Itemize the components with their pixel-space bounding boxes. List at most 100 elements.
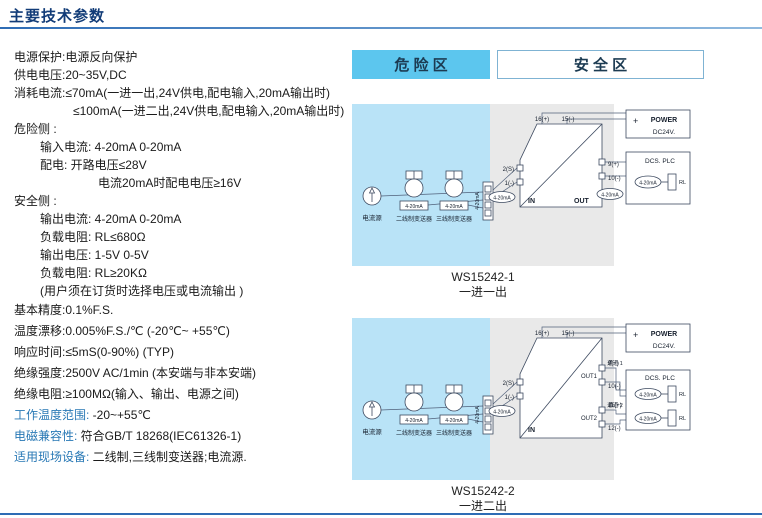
pin-11-label: 11(+) [608,403,622,409]
spec-row: 输出电压: 1-5V 0-5V [0,246,352,264]
diagram2-model: WS15242-2 [451,484,515,498]
current-source-label: 电流源 [362,213,382,222]
spec-row: 绝缘电阻:≥100MΩ(输入、输出、电源之间) [0,384,352,405]
pin-16-label: 16(+) [535,331,549,337]
spec-row: 消耗电流:≤70mA(一进一出,24V供电,配电输入,20mA输出时) [0,84,352,102]
two-wire-transmitter-symbol [399,170,429,211]
dcs-range2-label: 4-20mA [639,417,657,423]
pin-2s-label: 2(S) [503,381,514,387]
input-range-label: 4-20mA [493,196,511,202]
power-plus-label: + [633,330,638,340]
diagram2-subtitle: 一进二出 [458,499,507,513]
spec-row: 适用现场设备: 二线制,三线制变送器;电流源. [0,447,352,468]
pin-1-label: 1(-) [505,181,514,187]
spec-row: 安全侧 : [0,192,352,210]
power-box [625,109,691,139]
two-wire-transmitter-symbol [399,384,429,425]
power-box [625,323,691,353]
strip-range-label: 4-20mA [475,406,481,424]
spec-text: 负载电阻: RL≤680Ω [40,230,146,244]
rl1-label: RL [679,392,686,398]
spec-row: 输入电流: 4-20mA 0-20mA [0,138,352,156]
dcs-plc-label: DCS. PLC [645,375,675,382]
spec-row: 基本精度:0.1%F.S. [0,300,352,321]
input-loop-oval [488,405,516,417]
three-wire-range-label: 4-20mA [445,204,463,210]
zone-header-row: 危 险 区 安 全 区 [352,50,704,79]
spec-list: 电源保护:电源反向保护 供电电压:20~35V,DC 消耗电流:≤70mA(一进… [0,48,352,468]
two-wire-transmitter-label: 二线制变送器 [396,215,432,223]
wiring-diagram-2: 电流源 4-20mA 二线制变送器 4-20mA 三线制变送器 4-20mA [352,318,691,480]
channel1-label: 通道 1 [607,359,623,367]
dcs-plc-box [625,369,691,431]
spec-text: 二线制,三线制变送器;电流源. [89,450,247,464]
two-wire-range-label: 4-20mA [405,204,423,210]
three-wire-transmitter-label: 三线制变送器 [436,215,472,223]
output-loop-oval [596,188,624,200]
spec-text: 符合GB/T 18268(IEC61326-1) [77,429,242,443]
spec-text: 响应时间:≤5mS(0-90%) (TYP) [14,345,174,359]
spec-text: -20~+55℃ [89,408,151,422]
pin-16-label: 16(+) [535,117,549,123]
power-label: POWER [651,331,677,338]
in-label: IN [528,198,535,205]
diagram1-caption: WS15242-1 一进一出 [352,270,614,300]
pin-15-label: 15(-) [562,331,575,337]
spec-row: 温度漂移:0.005%F.S./℃ (-20℃~ +55℃) [0,321,352,342]
bottom-rule [0,513,762,515]
spec-text: 输出电流: 4-20mA 0-20mA [40,212,182,226]
current-source-symbol [362,186,382,206]
spec-row: 电源保护:电源反向保护 [0,48,352,66]
spec-text: 配电: 开路电压≤28V [40,158,147,172]
diagram-ws15242-2: 电流源 4-20mA 二线制变送器 4-20mA 三线制变送器 4-20mA [352,318,704,514]
in-label: IN [528,427,535,434]
isolator-body [516,337,606,439]
three-wire-transmitter-symbol [439,384,469,425]
hazard-zone-header: 危 险 区 [352,50,490,79]
pin-2s-label: 2(S) [503,167,514,173]
spec-row: (用户须在订货时选择电压或电流输出 ) [0,282,352,300]
strip-range-label: 4-20mA [475,192,481,210]
spec-text: 安全侧 : [14,194,57,208]
spec-row: 绝缘强度:2500V AC/1min (本安端与非本安端) [0,363,352,384]
diagram1-model: WS15242-1 [451,270,515,284]
spec-text: (用户须在订货时选择电压或电流输出 ) [40,284,244,298]
spec-text: 输入电流: 4-20mA 0-20mA [40,140,182,154]
spec-text: 消耗电流:≤70mA(一进一出,24V供电,配电输入,20mA输出时) [14,86,330,100]
three-wire-transmitter-symbol [439,170,469,211]
input-loop-oval [488,191,516,203]
spec-text: 负载电阻: RL≥20KΩ [40,266,147,280]
spec-text: 电流20mA时配电电压≥16V [98,176,242,190]
spec-text: 危险侧 : [14,122,57,136]
two-wire-range-label: 4-20mA [405,418,423,424]
spec-row: 输出电流: 4-20mA 0-20mA [0,210,352,228]
out-label: OUT [574,198,590,205]
power-plus-label: + [633,116,638,126]
spec-label: 电磁兼容性: [14,429,78,443]
three-wire-transmitter-label: 三线制变送器 [436,429,472,437]
rl2-label: RL [679,416,686,422]
spec-row: 电流20mA时配电电压≥16V [0,174,352,192]
three-wire-range-label: 4-20mA [445,418,463,424]
spec-label: 工作温度范围: [14,408,90,422]
spec-text: ≤100mA(一进二出,24V供电,配电输入,20mA输出时) [73,104,345,118]
spec-text: 绝缘电阻:≥100MΩ(输入、输出、电源之间) [14,387,239,401]
spec-row: 负载电阻: RL≤680Ω [0,228,352,246]
pin-10-label: 10(-) [608,176,621,182]
spec-row: 供电电压:20~35V,DC [0,66,352,84]
diagram-ws15242-1: 电流源 4-20mA 二线制变送器 4-20mA 三线制变送器 4-20mA [352,104,704,300]
top-rule [0,27,762,29]
power-voltage-label: DC24V. [653,129,675,136]
pin-10-label: 10(-) [608,384,621,390]
diagram2-caption: WS15242-2 一进二出 [352,484,614,514]
spec-text: 供电电压:20~35V,DC [14,68,127,82]
wiring-diagram-1: 电流源 4-20mA 二线制变送器 4-20mA 三线制变送器 4-20mA [352,104,691,266]
spec-row: 工作温度范围: -20~+55℃ [0,405,352,426]
rl-label: RL [679,180,686,186]
input-range-label: 4-20mA [493,410,511,416]
terminal-strip [482,395,494,435]
output-range-label: 4-20mA [601,193,619,199]
spec-row: 危险侧 : [0,120,352,138]
spec-text: 基本精度:0.1%F.S. [14,303,114,317]
diagram-column: 危 险 区 安 全 区 电流源 [352,50,704,514]
